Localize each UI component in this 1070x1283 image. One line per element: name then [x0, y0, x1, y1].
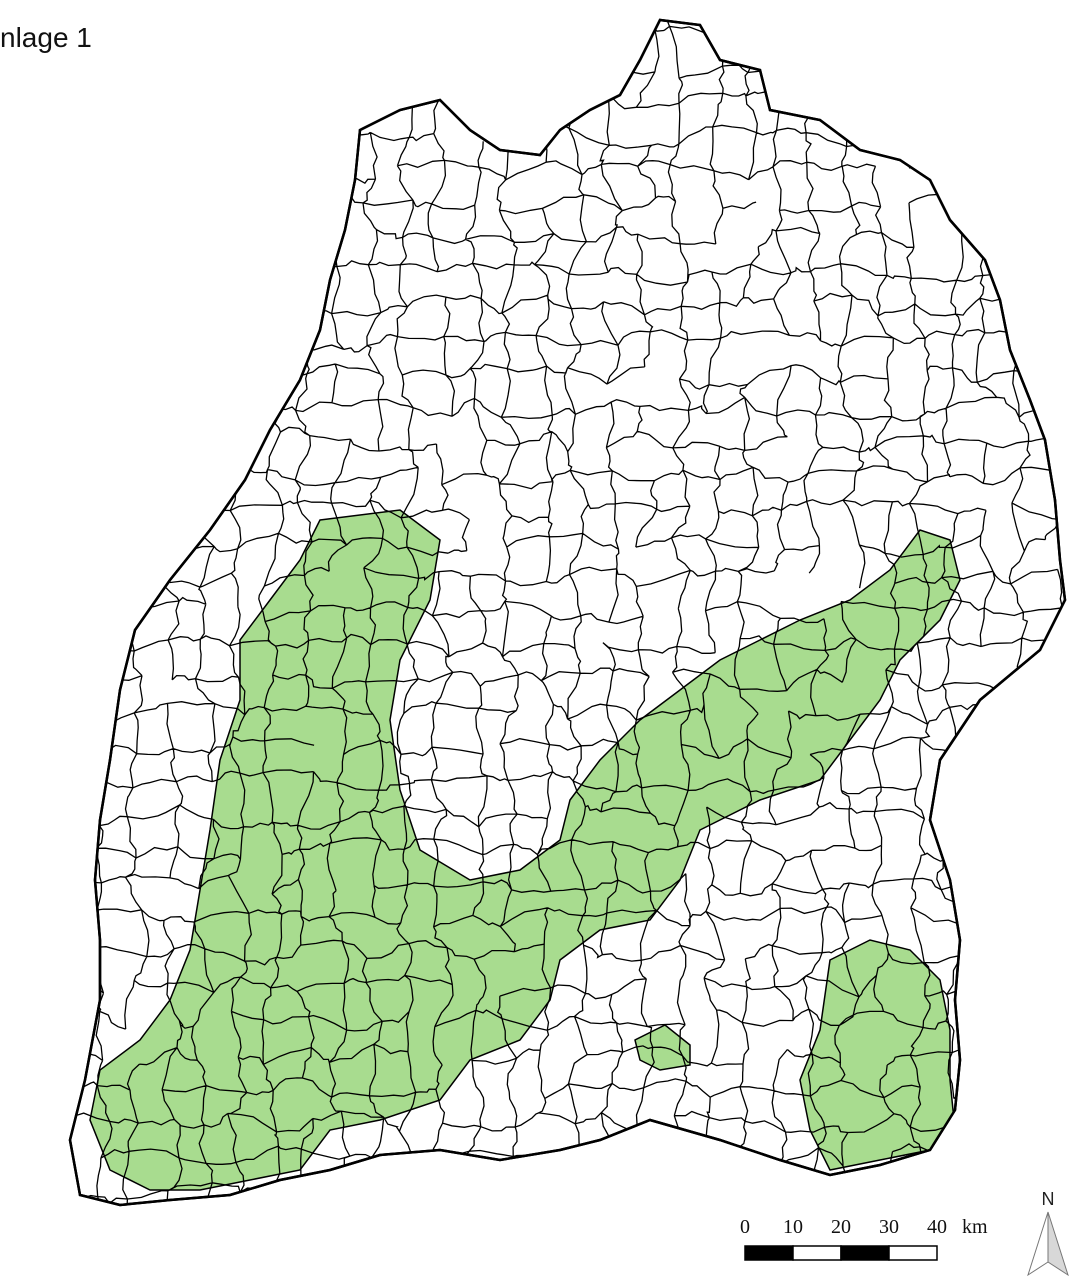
- scale-tick-20: 20: [831, 1216, 851, 1238]
- scale-segment-2: [792, 1245, 842, 1261]
- scale-bar: 0 10 20 30 40 km: [740, 1216, 988, 1261]
- scale-tick-10: 10: [783, 1216, 803, 1238]
- scale-tick-40: 40: [927, 1216, 947, 1238]
- scale-segment-4: [888, 1245, 938, 1261]
- page-label: nlage 1: [0, 22, 92, 53]
- scale-segment-3: [840, 1245, 890, 1261]
- scale-unit: km: [962, 1216, 988, 1238]
- north-arrow: N: [1027, 1189, 1069, 1277]
- scale-segment-1: [744, 1245, 794, 1261]
- north-arrow-icon: [1047, 1211, 1069, 1277]
- scale-tick-30: 30: [879, 1216, 899, 1238]
- north-label: N: [1042, 1189, 1055, 1209]
- scale-tick-0: 0: [740, 1216, 750, 1238]
